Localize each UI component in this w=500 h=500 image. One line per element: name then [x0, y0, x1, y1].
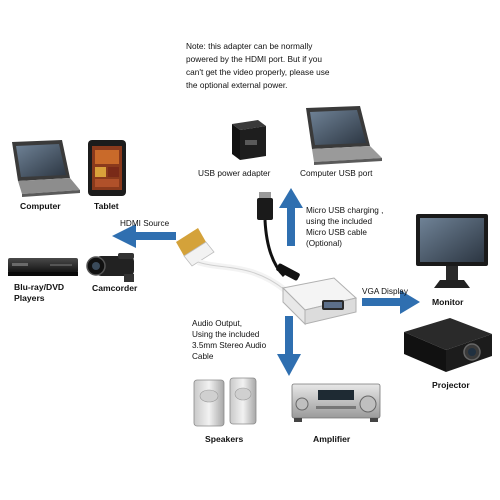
power-note: Note: this adapter can be normally power…: [186, 40, 486, 92]
tablet-label: Tablet: [94, 201, 119, 211]
bluray-label: Blu-ray/DVD Players: [14, 282, 64, 304]
audio-caption-line-2: Using the included: [192, 330, 260, 339]
note-line-3: can't get the video properly, please use: [186, 67, 330, 77]
arrow-usb-power: [279, 188, 303, 246]
computer-label: Computer: [20, 201, 61, 211]
micro-usb-caption-line-4: (Optional): [306, 239, 342, 248]
arrow-vga-display: [362, 290, 420, 314]
speakers-label: Speakers: [205, 434, 244, 444]
hdmi-vga-adapter-image: [176, 228, 358, 326]
arrow-audio-output: [277, 316, 301, 376]
monitor-image: [416, 214, 488, 288]
note-line-1: Note: this adapter can be normally: [186, 41, 313, 51]
camcorder-label: Camcorder: [92, 283, 138, 293]
amplifier-label: Amplifier: [313, 434, 351, 444]
projector-image: [404, 318, 492, 372]
arrow-hdmi-source: [112, 224, 176, 248]
micro-usb-caption-line-2: using the included: [306, 217, 373, 226]
micro-usb-caption: Micro USB charging , using the included …: [306, 205, 383, 249]
projector-label: Projector: [432, 380, 470, 390]
usb-power-adapter-label: USB power adapter: [198, 168, 271, 178]
bluray-label-line-1: Blu-ray/DVD: [14, 282, 65, 292]
hdmi-source-caption: HDMI Source: [120, 219, 170, 228]
bluray-label-line-2: Players: [14, 293, 45, 303]
usb-power-adapter-image: [232, 120, 266, 160]
note-line-4: the optional external power.: [186, 80, 288, 90]
amplifier-image: [291, 383, 381, 422]
monitor-label: Monitor: [432, 297, 464, 307]
computer-usb-port-label: Computer USB port: [300, 168, 373, 178]
micro-usb-caption-line-3: Micro USB cable: [306, 228, 367, 237]
note-line-2: powered by the HDMI port. But if you: [186, 54, 323, 64]
computer-laptop-image: [12, 140, 80, 197]
audio-caption-line-4: Cable: [192, 352, 214, 361]
computer-usb-laptop-image: [306, 106, 382, 165]
audio-caption-line-3: 3.5mm Stereo Audio: [192, 341, 267, 350]
micro-usb-caption-line-1: Micro USB charging ,: [306, 206, 384, 215]
usb-cable-image: [257, 192, 286, 278]
camcorder-image: [86, 253, 134, 282]
bluray-player-image: [8, 258, 78, 276]
vga-display-caption: VGA Display: [362, 287, 408, 296]
speakers-image: [193, 377, 257, 427]
tablet-image: [88, 140, 126, 196]
audio-output-caption: Audio Output, Using the included 3.5mm S…: [192, 318, 266, 362]
audio-caption-line-1: Audio Output,: [192, 319, 243, 328]
